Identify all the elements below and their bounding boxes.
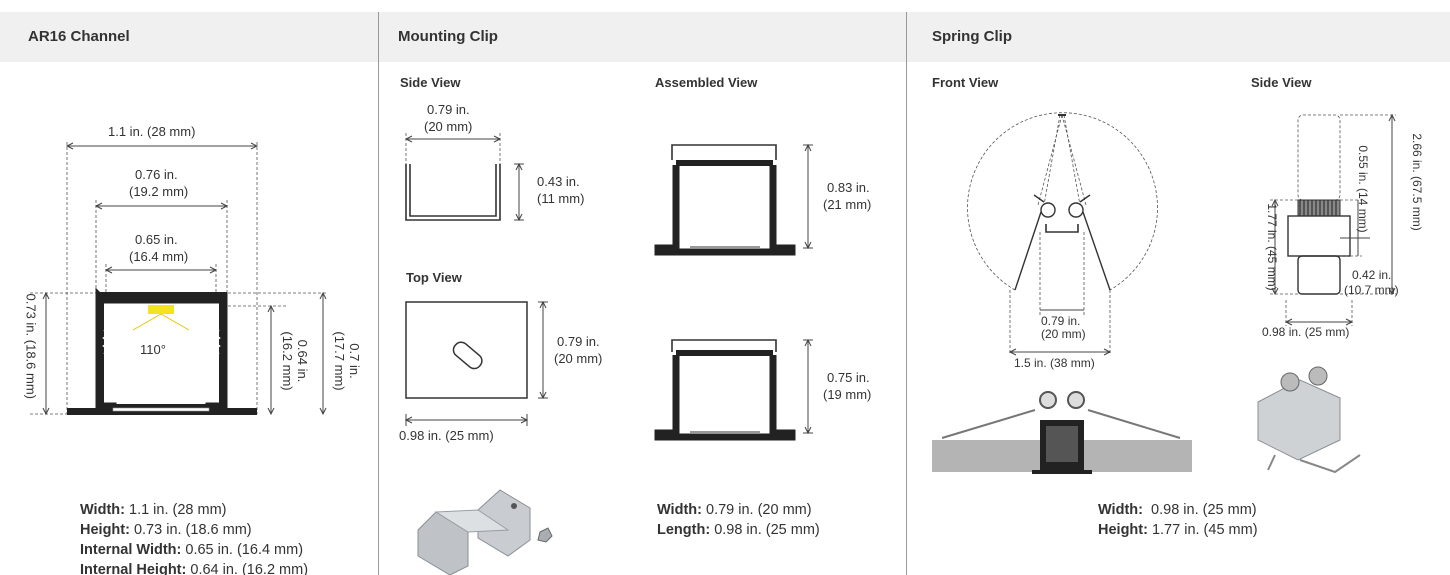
mounting-top-height-line1: 0.79 in. xyxy=(557,334,600,349)
section-title-spring: Spring Clip xyxy=(932,28,1012,45)
spec-value: 0.64 in. (16.2 mm) xyxy=(190,562,309,575)
spring-side-width: 0.98 in. (25 mm) xyxy=(1262,325,1350,339)
dim-width-065-line1: 0.65 in. xyxy=(135,232,178,247)
spring-inner-width-line1: 0.79 in. xyxy=(1041,314,1081,328)
dim-width-076-line2: (19.2 mm) xyxy=(129,184,189,199)
dim-overall-width: 1.1 in. (28 mm) xyxy=(108,124,196,139)
spec-value: 0.98 in. (25 mm) xyxy=(714,522,820,538)
spec-value: 0.65 in. (16.4 mm) xyxy=(185,542,304,558)
spring-foot-line1: 0.42 in. xyxy=(1352,268,1392,282)
mounting-top-height-line2: (20 mm) xyxy=(554,351,603,366)
spring-foot-line2: (10.7 mm) xyxy=(1344,283,1399,297)
spec-value: 0.79 in. (20 mm) xyxy=(706,502,812,518)
spring-clip-install-photo xyxy=(932,391,1192,474)
mounting-side-width-line1: 0.79 in. xyxy=(427,102,470,117)
spec-label: Length: xyxy=(657,522,711,538)
mounting-assembled1-line1: 0.83 in. xyxy=(827,180,870,195)
spec-row: Height: 1.77 in. (45 mm) xyxy=(1098,520,1258,540)
mounting-side-height-line1: 0.43 in. xyxy=(537,174,580,189)
dim-width-065-line2: (16.4 mm) xyxy=(129,249,189,264)
mounting-specs: Width: 0.79 in. (20 mm) Length: 0.98 in.… xyxy=(657,500,820,540)
spec-row: Internal Height: 0.64 in. (16.2 mm) xyxy=(80,560,308,575)
spec-label: Width: xyxy=(1098,502,1143,518)
section-header-band-spring xyxy=(907,12,1450,62)
spec-label: Width: xyxy=(80,502,125,518)
spec-value: 0.73 in. (18.6 mm) xyxy=(133,522,252,538)
dim-width-076-line1: 0.76 in. xyxy=(135,167,178,182)
spec-row: Width: 0.98 in. (25 mm) xyxy=(1098,500,1258,520)
mounting-assembled-view-label: Assembled View xyxy=(655,75,758,90)
mounting-top-view-label: Top View xyxy=(406,270,462,285)
beam-angle-label: 110° xyxy=(140,342,166,357)
section-header-band-channel xyxy=(0,12,378,62)
mounting-side-view-label: Side View xyxy=(400,75,461,90)
section-title-mounting: Mounting Clip xyxy=(398,28,498,45)
channel-specs: Width: 1.1 in. (28 mm) Height: 0.73 in. … xyxy=(80,500,308,575)
spring-body-height: 1.77 in. (45 mm) xyxy=(1265,203,1279,291)
spec-value: 1.1 in. (28 mm) xyxy=(129,502,227,518)
spec-value: 0.98 in. (25 mm) xyxy=(1151,502,1257,518)
section-divider xyxy=(906,12,907,575)
section-header-band-mounting xyxy=(379,12,906,62)
spring-side-view-label: Side View xyxy=(1251,75,1312,90)
spring-inner-width-line2: (20 mm) xyxy=(1041,327,1086,341)
section-title-channel: AR16 Channel xyxy=(28,28,130,45)
spec-label: Height: xyxy=(1098,522,1148,538)
spec-value: 1.77 in. (45 mm) xyxy=(1151,522,1258,538)
spec-row: Internal Width: 0.65 in. (16.4 mm) xyxy=(80,540,308,560)
mounting-assembled1-line2: (21 mm) xyxy=(823,197,872,212)
spec-row: Width: 0.79 in. (20 mm) xyxy=(657,500,820,520)
spec-row: Length: 0.98 in. (25 mm) xyxy=(657,520,820,540)
spec-label: Internal Width: xyxy=(80,542,182,558)
mounting-clip-photo xyxy=(417,489,553,575)
mounting-side-height-line2: (11 mm) xyxy=(537,191,585,206)
spec-row: Width: 1.1 in. (28 mm) xyxy=(80,500,308,520)
mounting-top-width: 0.98 in. (25 mm) xyxy=(399,428,494,443)
spring-outer-width: 1.5 in. (38 mm) xyxy=(1014,356,1095,370)
spec-row: Height: 0.73 in. (18.6 mm) xyxy=(80,520,308,540)
mounting-assembled2-line1: 0.75 in. xyxy=(827,370,870,385)
spring-clip-photo xyxy=(1257,366,1361,474)
spring-front-view-label: Front View xyxy=(932,75,999,90)
spring-specs: Width: 0.98 in. (25 mm) Height: 1.77 in.… xyxy=(1098,500,1258,540)
spec-label: Width: xyxy=(657,502,702,518)
mounting-assembled2-line2: (19 mm) xyxy=(823,387,872,402)
mounting-side-width-line2: (20 mm) xyxy=(424,119,473,134)
spec-label: Internal Height: xyxy=(80,562,187,575)
spec-label: Height: xyxy=(80,522,130,538)
section-divider xyxy=(378,12,379,575)
spring-coil-height: 0.55 in. (14 mm) xyxy=(1356,145,1370,233)
spring-total-height: 2.66 in. (67.5 mm) xyxy=(1410,133,1424,231)
